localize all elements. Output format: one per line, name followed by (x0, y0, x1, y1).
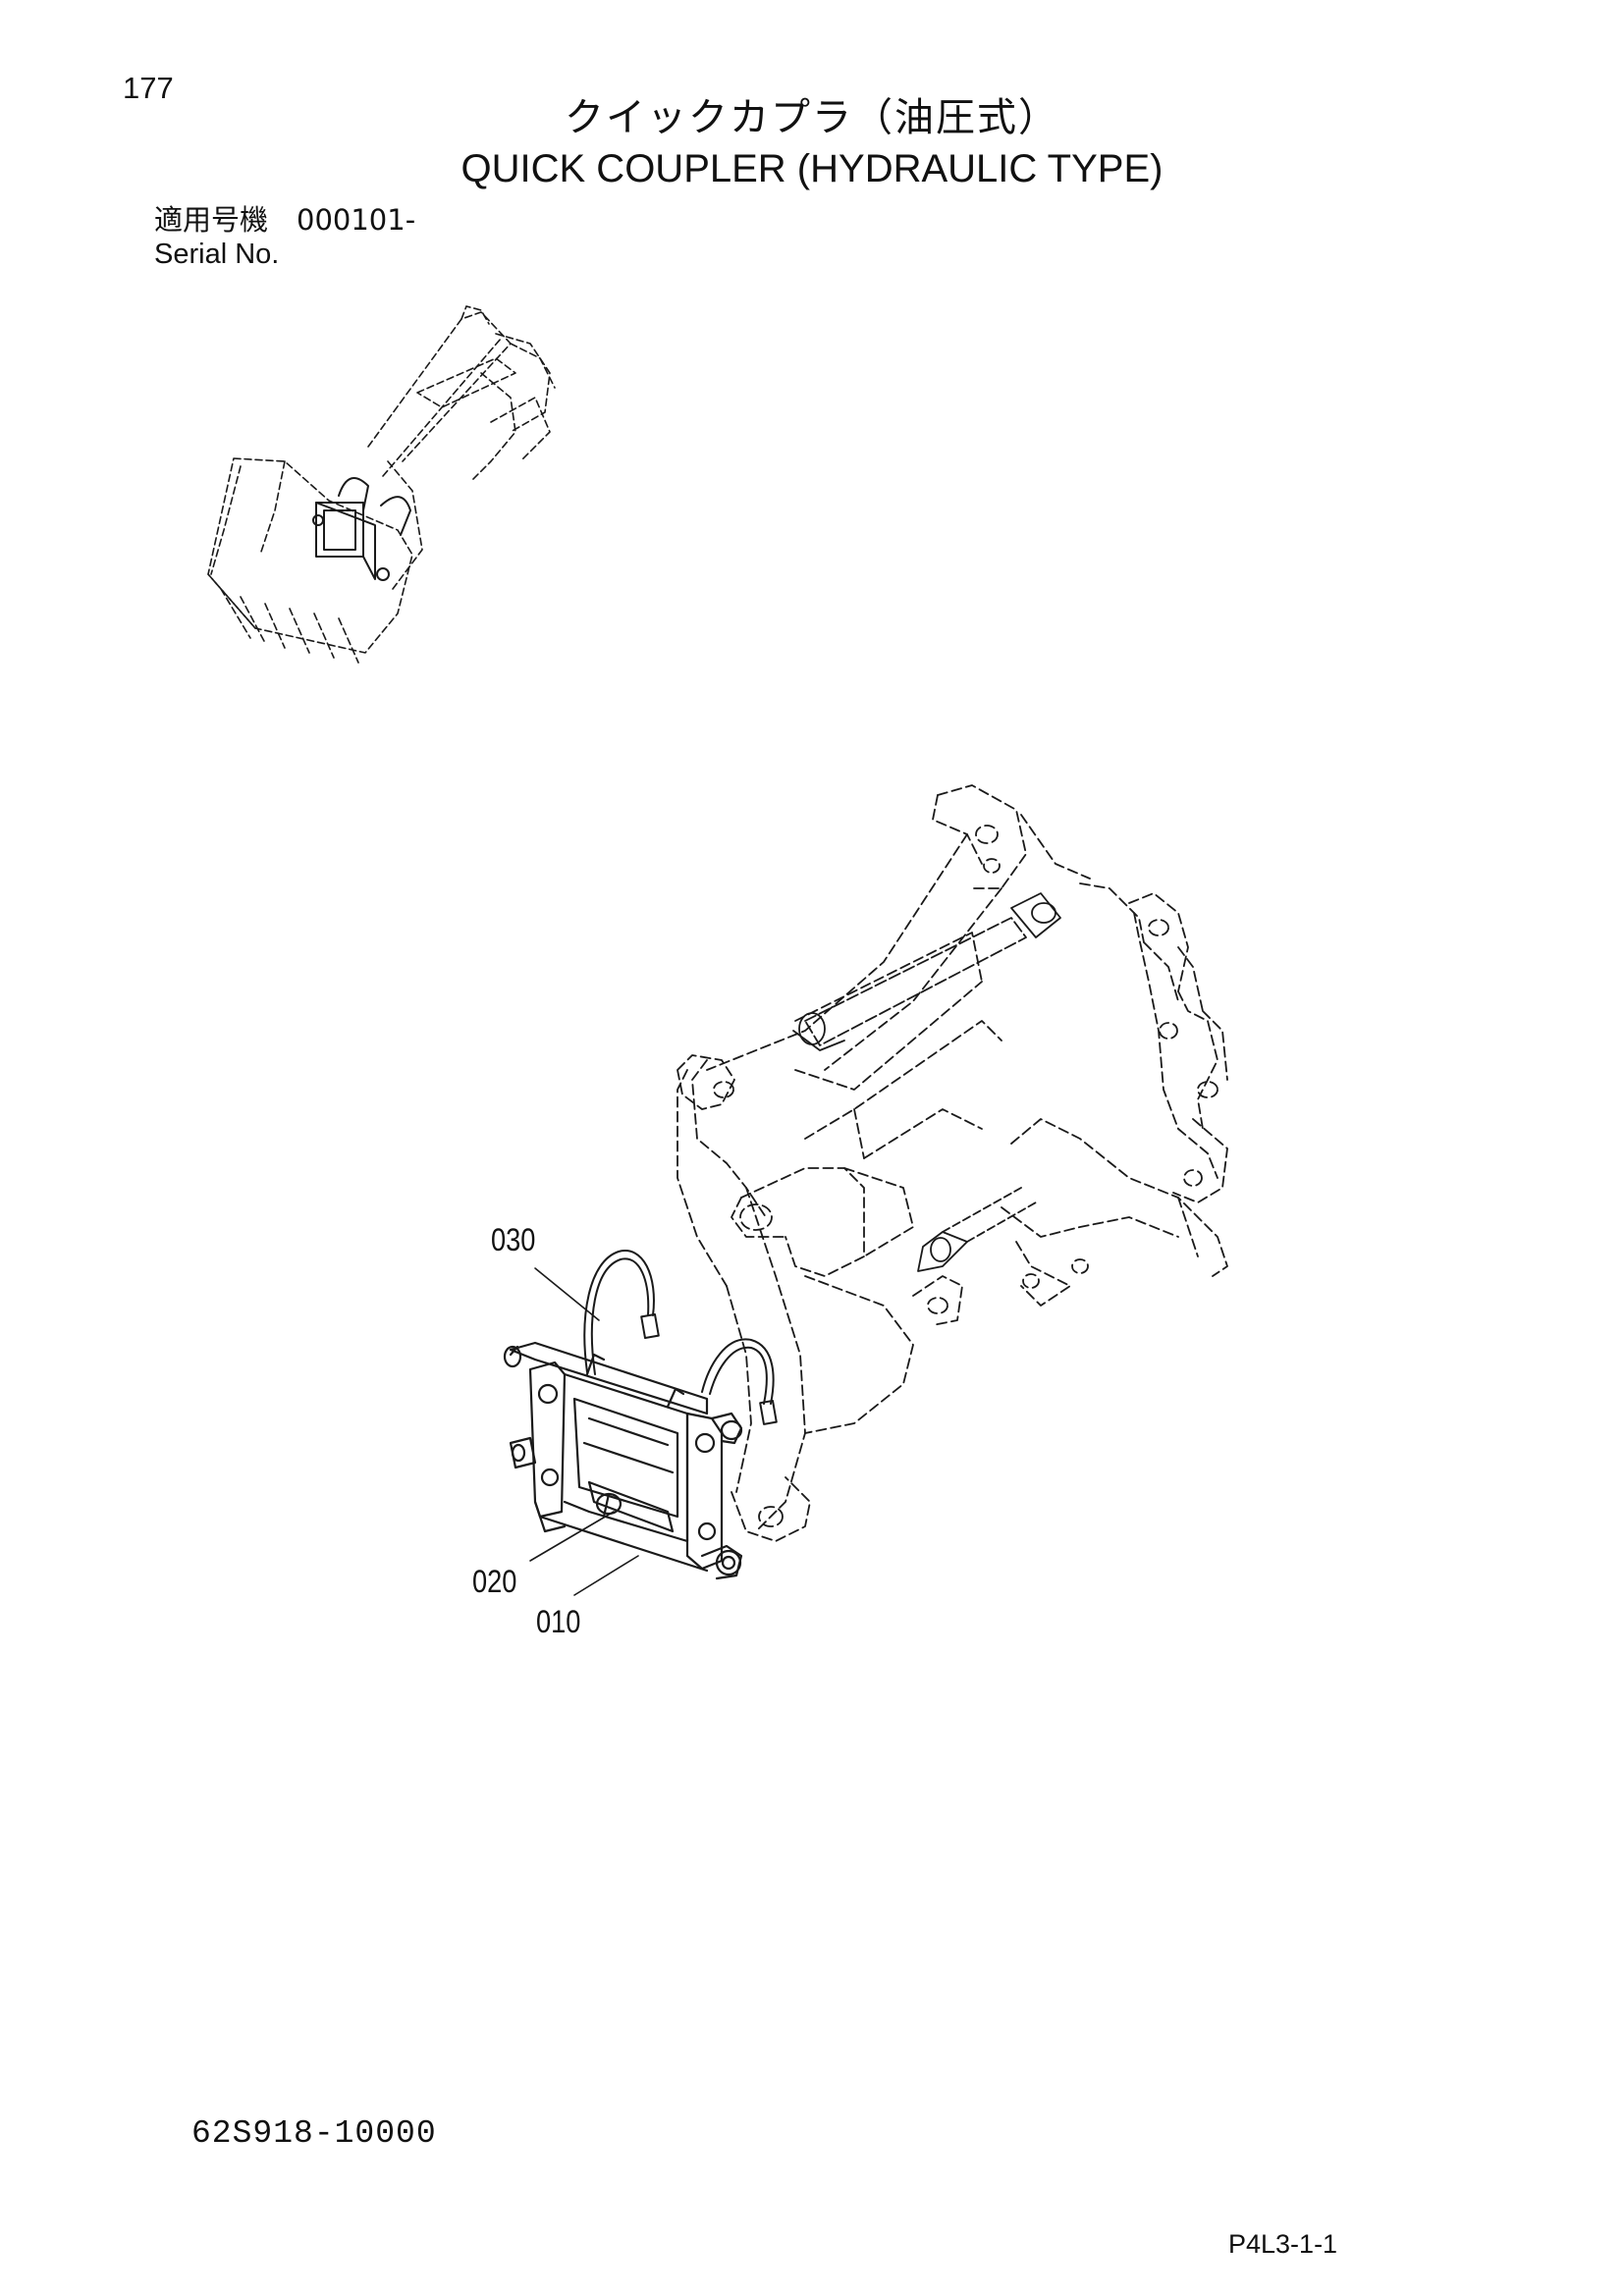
callout-020: 020 (472, 1564, 517, 1599)
page-number: 177 (123, 71, 174, 105)
page-code: P4L3-1-1 (1228, 2229, 1338, 2259)
callout-030: 030 (491, 1222, 536, 1257)
serial-label-japanese: 適用号機 000101- (154, 203, 416, 237)
title-english: QUICK COUPLER (HYDRAULIC TYPE) (460, 147, 1164, 190)
title-japanese: クイックカプラ（油圧式） (565, 95, 1059, 140)
part-number: 62S918-10000 (191, 2115, 437, 2152)
serial-label-english: Serial No. (154, 239, 280, 270)
callout-010: 010 (536, 1604, 581, 1639)
